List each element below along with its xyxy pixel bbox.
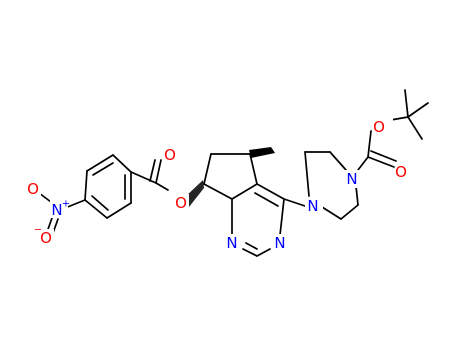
bond-pip-c-c-bottom	[340, 204, 359, 220]
bond-ester-carbonyl-1	[155, 159, 162, 184]
bond-ar-3	[84, 170, 88, 201]
wedge-bond-methyl	[249, 147, 275, 158]
atom-o-ester-carbonyl: O	[164, 146, 176, 164]
bond-n3-c2	[256, 248, 271, 257]
bond-n-pyrimidine	[283, 198, 309, 208]
atom-o-boc-carbonyl: O	[395, 163, 407, 181]
bond-c7a-c4a	[231, 183, 258, 200]
atom-o-nitro-top: O	[27, 180, 39, 198]
bond-carbonyl-2	[370, 150, 397, 162]
atom-n-boc: N	[346, 170, 357, 188]
bond-ar-4-inner	[91, 195, 109, 211]
bond-ar-nitro-n	[64, 199, 86, 209]
atom-n-nitro: N	[51, 201, 62, 219]
bond-oxygen-carbamate-c	[367, 130, 372, 158]
charge-o-nitro: −	[34, 225, 42, 236]
bond-c2-n1	[242, 248, 258, 257]
bond-ar-4	[84, 199, 108, 219]
atom-n-pyrimidine-left: N	[226, 234, 237, 252]
bond-ar-5	[106, 202, 132, 219]
bond-c4-c4a	[256, 183, 285, 200]
bond-pip-c-n4	[304, 151, 310, 197]
atom-n-pyrimidine-right: N	[274, 234, 285, 252]
bond-pip-n1-c	[329, 151, 347, 171]
atom-o-ester-link: O	[175, 194, 187, 212]
bond-ester-carbonyl-2	[149, 159, 156, 182]
bond-tbu-methyl-top	[404, 89, 409, 118]
bond-ar-1	[112, 154, 132, 173]
bond-ar-2-inner	[92, 162, 114, 176]
bond-pip-n4-c	[321, 206, 342, 220]
atom-n-piperazine-aryl: N	[307, 197, 318, 215]
bond-carbamate-c-n	[357, 156, 369, 171]
atom-o-nitro-bottom: O	[40, 229, 52, 247]
charge-n-nitro: +	[62, 199, 70, 210]
bond-pip-c-n1	[355, 185, 359, 206]
bond-c2-n1-inner	[245, 242, 258, 250]
atom-labels: O O N N O O O N + O − N N	[25, 118, 411, 252]
bond-carbonyl-1	[367, 156, 395, 168]
bonds	[38, 89, 429, 257]
bond-ester-c-aryl	[130, 171, 157, 184]
bond-c4a-c5	[249, 153, 258, 185]
bond-c6-c7	[203, 153, 212, 185]
bond-tbu-methyl-right	[407, 102, 429, 118]
atom-o-tbu-ether: O	[373, 118, 385, 136]
bond-c7-c7a	[203, 183, 233, 200]
bond-tbu-methyl-bottom	[407, 116, 423, 140]
bond-c4-c4a-inner	[254, 192, 279, 207]
bond-ar-2	[86, 154, 114, 172]
bond-oxygen-ester-c	[155, 182, 169, 191]
bond-c4-n3	[279, 198, 285, 236]
